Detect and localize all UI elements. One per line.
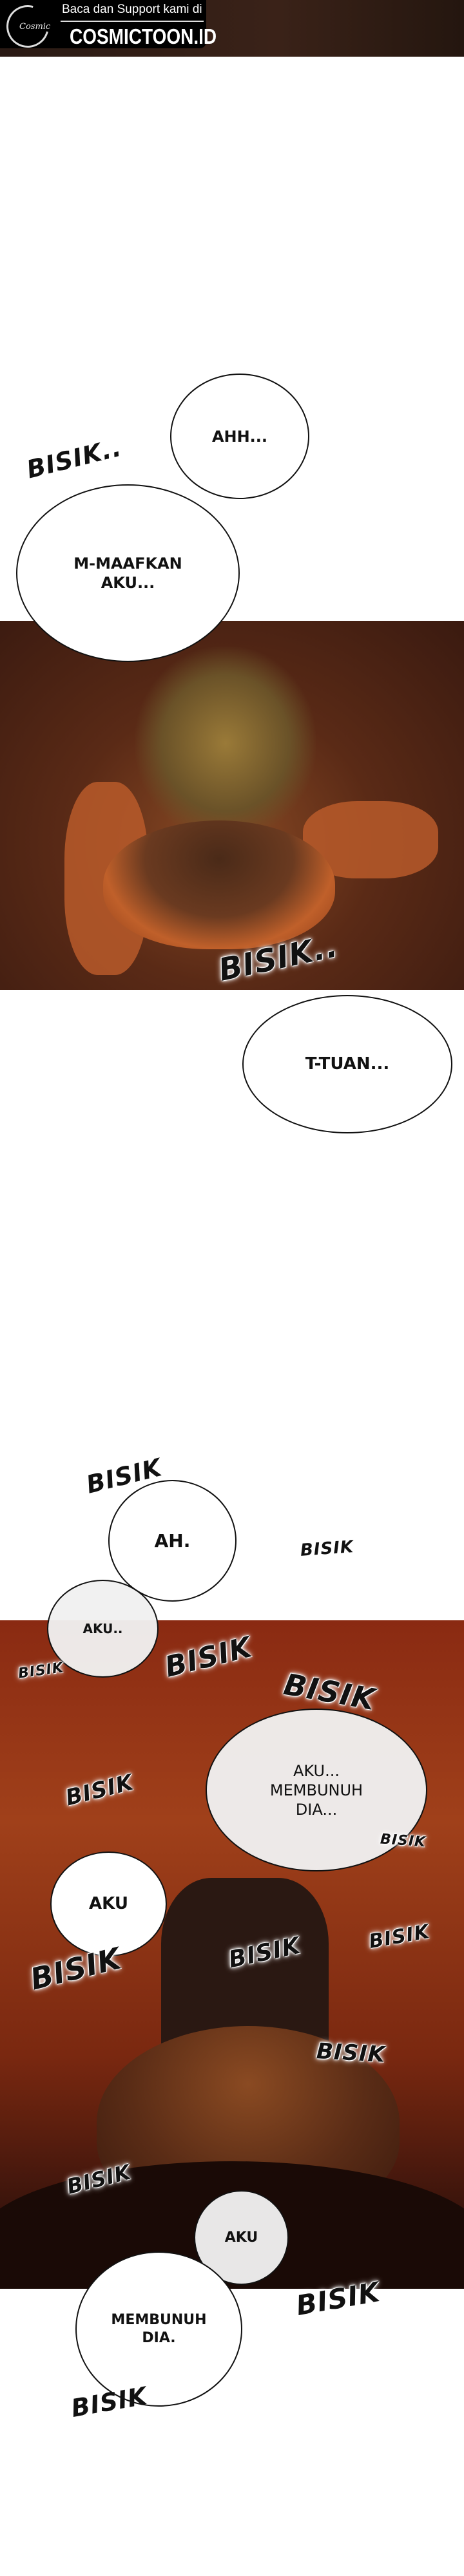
bubble-text: AH. — [154, 1530, 191, 1551]
bubble-text: AKU — [224, 2229, 258, 2246]
speech-bubble: AKU... MEMBUNUH DIA... — [206, 1709, 427, 1871]
logo-text: Cosmic — [19, 22, 51, 32]
speech-bubble: AKU.. — [47, 1580, 159, 1678]
sfx-whisper: BISIK.. — [23, 433, 125, 484]
sfx-whisper: BISIK — [69, 2381, 150, 2423]
speech-bubble: AKU — [50, 1852, 167, 1956]
bubble-text: AKU... MEMBUNUH DIA... — [269, 1761, 363, 1819]
bubble-text: AHH... — [211, 427, 268, 446]
speech-bubble: AHH... — [170, 374, 309, 499]
speech-bubble: AKU — [194, 2190, 289, 2285]
watermark-banner: Cosmic Baca dan Support kami di COSMICTO… — [0, 0, 217, 56]
speech-bubble: AH. — [108, 1480, 237, 1602]
panel-plant — [0, 621, 464, 990]
bubble-text: M-MAAFKAN AKU... — [73, 554, 182, 592]
watermark-tagline: Baca dan Support kami di — [62, 3, 202, 16]
bubble-text: MEMBUNUH DIA. — [111, 2312, 207, 2346]
sfx-whisper: BISIK — [316, 2038, 387, 2068]
watermark-site: COSMICTOON.ID — [70, 24, 217, 49]
sfx-whisper: BISIK — [380, 1831, 427, 1851]
sfx-whisper: BISIK — [300, 1537, 354, 1560]
bubble-text: AKU.. — [82, 1620, 123, 1636]
plant-leaves — [135, 647, 316, 840]
bubble-text: AKU — [89, 1894, 128, 1914]
plant-pot — [103, 820, 335, 949]
divider — [61, 21, 204, 22]
speech-bubble: M-MAAFKAN AKU... — [16, 484, 240, 662]
bubble-text: T-TUAN... — [305, 1054, 390, 1074]
speech-bubble: MEMBUNUH DIA. — [75, 2251, 242, 2407]
speech-bubble: T-TUAN... — [242, 995, 452, 1133]
